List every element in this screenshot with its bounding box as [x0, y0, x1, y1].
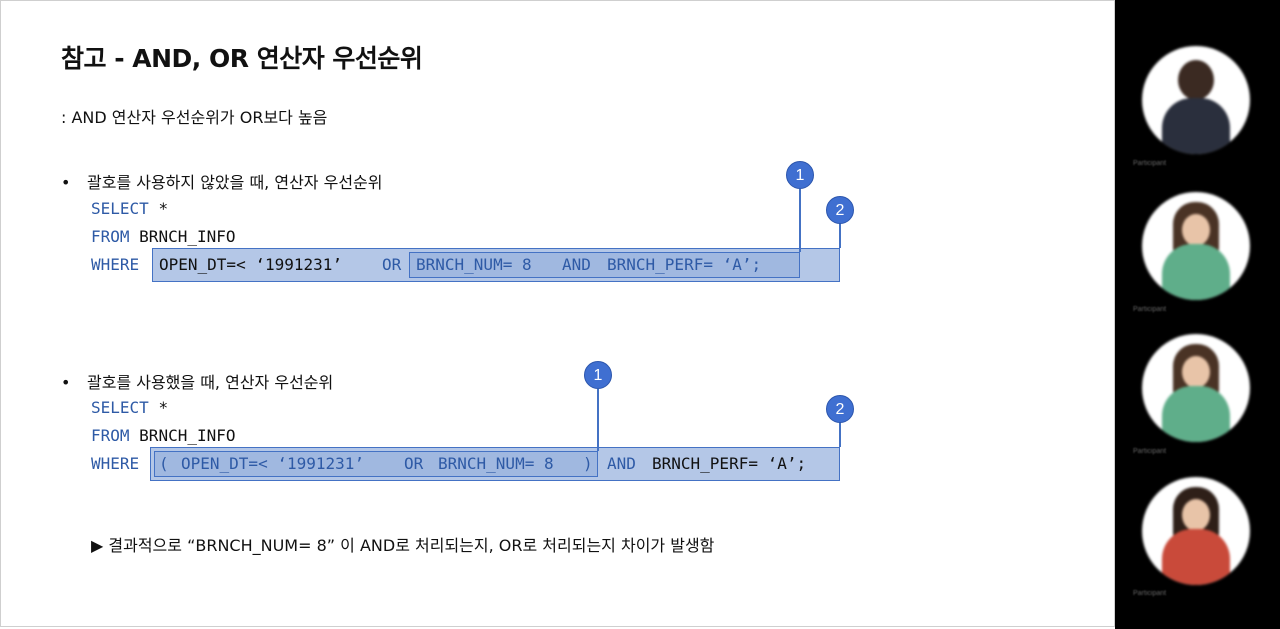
marker-line-1a: [799, 189, 801, 252]
participant-face: [1182, 499, 1210, 531]
code-line-select-2: SELECT *: [91, 398, 168, 417]
condition-brnch-num: BRNCH_NUM= 8: [416, 255, 532, 274]
or-keyword: OR: [382, 255, 402, 274]
participant-video-4[interactable]: [1142, 477, 1250, 585]
condition-open-dt: OPEN_DT=< ‘1991231’: [181, 454, 365, 473]
paren-open: (: [159, 454, 169, 473]
participant-video-3[interactable]: [1142, 334, 1250, 442]
marker-2: 2: [826, 196, 854, 224]
participant-face: [1182, 356, 1210, 388]
bullet-dot: •: [61, 373, 71, 392]
slide-subtitle: : AND 연산자 우선순위가 OR보다 높음: [61, 108, 328, 127]
select-value: *: [158, 199, 169, 218]
slide-title: 참고 - AND, OR 연산자 우선순위: [61, 44, 423, 73]
code-line-select-1: SELECT *: [91, 199, 168, 218]
example-1-heading: 괄호를 사용하지 않았을 때, 연산자 우선순위: [87, 173, 383, 192]
where-keyword-text: WHERE: [91, 255, 140, 274]
or-keyword: OR: [404, 454, 424, 473]
participant-name-1: Participant: [1133, 160, 1167, 167]
participant-body: [1162, 529, 1230, 585]
participant-name-4: Participant: [1133, 590, 1167, 597]
participant-name-3: Participant: [1133, 448, 1167, 455]
select-value: *: [158, 398, 169, 417]
where-keyword-1: WHERE: [91, 255, 139, 274]
marker-line-1b: [597, 389, 599, 451]
participant-body: [1162, 386, 1230, 442]
where-keyword-text: WHERE: [91, 454, 140, 473]
slide-canvas: 참고 - AND, OR 연산자 우선순위 : AND 연산자 우선순위가 OR…: [0, 0, 1115, 627]
highlight-box-inner-2: [154, 451, 598, 477]
marker-line-2a: [839, 223, 841, 248]
bullet-dot: •: [61, 173, 71, 192]
code-line-from-2: FROM BRNCH_INFO: [91, 426, 236, 445]
participant-panel: Participant Participant Participant Part…: [1115, 0, 1280, 629]
highlight-box-inner-1: [409, 252, 800, 278]
code-line-from-1: FROM BRNCH_INFO: [91, 227, 236, 246]
marker-1: 1: [786, 161, 814, 189]
from-keyword: FROM: [91, 227, 130, 246]
avatar-icon: [1178, 60, 1214, 100]
conclusion-text: ▶ 결과적으로 “BRNCH_NUM= 8” 이 AND로 처리되는지, OR로…: [91, 536, 715, 555]
participant-body: [1162, 98, 1230, 154]
from-value: BRNCH_INFO: [139, 426, 236, 445]
and-keyword: AND: [562, 255, 591, 274]
example-2-heading: 괄호를 사용했을 때, 연산자 우선순위: [87, 373, 334, 392]
condition-open-dt: OPEN_DT=< ‘1991231’: [159, 255, 343, 274]
where-keyword-2: WHERE: [91, 454, 139, 473]
select-keyword: SELECT: [91, 398, 149, 417]
participant-body: [1162, 244, 1230, 300]
select-keyword: SELECT: [91, 199, 149, 218]
from-keyword: FROM: [91, 426, 130, 445]
condition-brnch-perf: BRNCH_PERF= ‘A’;: [652, 454, 807, 473]
condition-brnch-perf: BRNCH_PERF= ‘A’;: [607, 255, 762, 274]
bullet-example-1: • 괄호를 사용하지 않았을 때, 연산자 우선순위: [61, 169, 382, 193]
participant-video-2[interactable]: [1142, 192, 1250, 300]
marker-line-2b: [839, 422, 841, 447]
participant-name-2: Participant: [1133, 306, 1167, 313]
and-keyword: AND: [607, 454, 636, 473]
paren-close: ): [583, 454, 593, 473]
bullet-example-2: • 괄호를 사용했을 때, 연산자 우선순위: [61, 369, 333, 393]
from-value: BRNCH_INFO: [139, 227, 236, 246]
marker-2: 2: [826, 395, 854, 423]
participant-face: [1182, 214, 1210, 246]
marker-1: 1: [584, 361, 612, 389]
condition-brnch-num: BRNCH_NUM= 8: [438, 454, 554, 473]
participant-video-1[interactable]: [1142, 46, 1250, 154]
